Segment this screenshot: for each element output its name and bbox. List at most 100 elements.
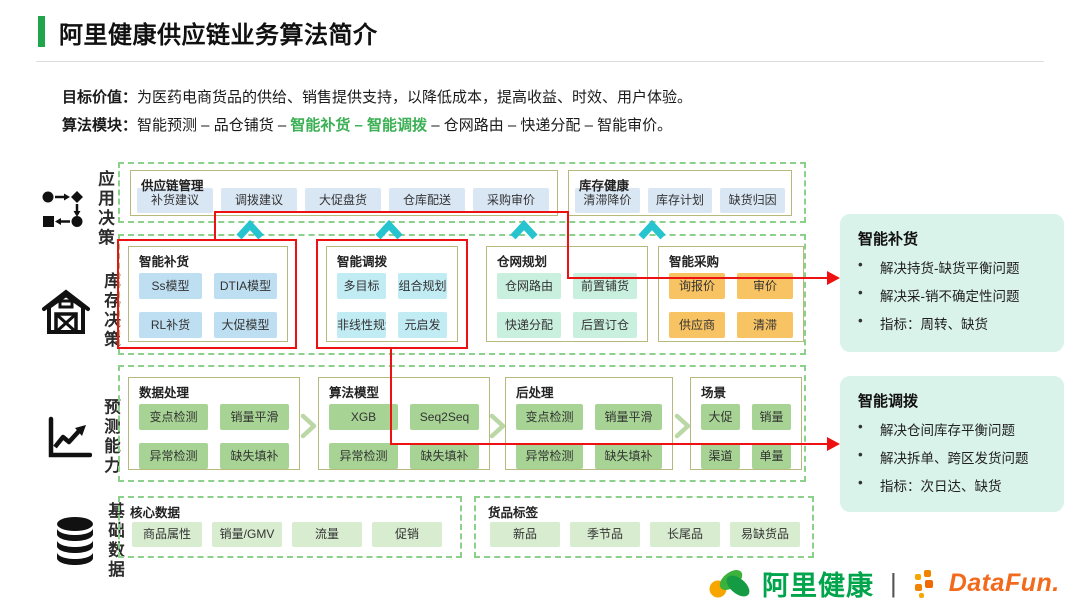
module-list-highlight: 智能补货 – 智能调拨 <box>290 117 428 134</box>
chip: 缺失填补 <box>220 443 289 469</box>
callout-smart-replenishment: 智能补货 •解决持货-缺货平衡问题•解决采-销不确定性问题•指标：周转、缺货 <box>840 214 1064 352</box>
callout-bullet-list: •解决持货-缺货平衡问题•解决采-销不确定性问题•指标：周转、缺货 <box>858 257 1050 333</box>
chip-list: 大促销量渠道单量 <box>691 404 801 469</box>
group-scenarios: 场景大促销量渠道单量 <box>690 377 802 470</box>
trend-chart-icon <box>48 416 92 458</box>
chip: XGB <box>329 404 398 430</box>
workflow-icon <box>42 191 83 227</box>
row-frame-item-tags <box>474 496 814 558</box>
chip-list: 询报价审价供应商清滞 <box>659 273 803 338</box>
callout-bullet: •指标：次日达、缺货 <box>858 475 1002 494</box>
header-divider <box>36 61 1044 62</box>
group-smart-transfer: 智能调拨多目标组合规划非线性规划元启发 <box>326 246 458 342</box>
chip: 清滞 <box>737 312 793 338</box>
title-accent-bar <box>38 16 45 47</box>
brand-separator: | <box>890 567 897 598</box>
chip: 询报价 <box>669 273 725 299</box>
chip: 新品 <box>490 522 560 547</box>
chip: 采购审价 <box>473 188 549 213</box>
row-label-application-decision: 应用决策 <box>95 170 114 248</box>
chip: 变点检测 <box>516 404 583 430</box>
chip: 多目标 <box>337 273 386 299</box>
chip: 补货建议 <box>137 188 213 213</box>
chip: 单量 <box>752 443 791 469</box>
group-title: 智能采购 <box>669 255 720 269</box>
chip: DTIA模型 <box>214 273 277 299</box>
chip: 前置铺货 <box>573 273 637 299</box>
chip: 异常检测 <box>139 443 208 469</box>
chip: 元启发 <box>398 312 447 338</box>
group-title: 场景 <box>701 386 727 400</box>
chip: 销量/GMV <box>212 522 282 547</box>
chip: 快递分配 <box>497 312 561 338</box>
chip: RL补货 <box>139 312 202 338</box>
arrowhead-icon <box>827 271 840 285</box>
chip: 销量平滑 <box>220 404 289 430</box>
chip: 库存计划 <box>647 188 713 213</box>
chip-list: 补货建议调拨建议大促盘货仓库配送采购审价 <box>131 188 557 213</box>
group-supply-chain-management: 供应链管理补货建议调拨建议大促盘货仓库配送采购审价 <box>130 170 558 216</box>
chip: 缺失填补 <box>595 443 662 469</box>
row-frame-core-data <box>118 496 462 558</box>
group-title: 算法模型 <box>329 386 380 400</box>
chip: 销量平滑 <box>595 404 662 430</box>
chip: 流量 <box>292 522 362 547</box>
chip: 组合规划 <box>398 273 447 299</box>
chip: Seq2Seq <box>410 404 479 430</box>
goal-value-text: 为医药电商货品的供给、销售提供支持，以降低成本，提高收益、时效、用户体验。 <box>137 89 693 106</box>
chip: 大促 <box>701 404 740 430</box>
module-list-post: – 仓网路由 – 快递分配 – 智能审价。 <box>427 117 673 134</box>
rail-inventory-decision: 库存决策 <box>40 272 120 350</box>
chip: Ss模型 <box>139 273 202 299</box>
chip-list: 多目标组合规划非线性规划元启发 <box>327 273 457 338</box>
row-label-inventory-decision: 库存决策 <box>101 272 120 350</box>
chip: 缺货归因 <box>720 188 786 213</box>
module-list-pre: 智能预测 – 品仓铺货 – <box>137 117 291 134</box>
callout-bullet-list: •解决仓间库存平衡问题•解决拆单、跨区发货问题•指标：次日达、缺货 <box>858 419 1050 495</box>
callout-title: 智能调拨 <box>858 393 919 410</box>
alihealth-brand-text: 阿里健康 <box>762 570 874 601</box>
chip: 非线性规划 <box>337 312 386 338</box>
row-label-forecast-capability: 预测能力 <box>101 398 120 476</box>
algorithm-modules-line: 算法模块：智能预测 – 品仓铺货 – 智能补货 – 智能调拨 – 仓网路由 – … <box>62 114 672 135</box>
chip: 仓库配送 <box>389 188 465 213</box>
group-data-processing: 数据处理变点检测销量平滑异常检测缺失填补 <box>128 377 300 470</box>
goal-value-line: 目标价值：为医药电商货品的供给、销售提供支持，以降低成本，提高收益、时效、用户体… <box>62 86 692 107</box>
algorithm-modules-label: 算法模块： <box>62 117 138 134</box>
group-inventory-health: 库存健康清滞降价库存计划缺货归因 <box>568 170 792 216</box>
chip: 后置订仓 <box>573 312 637 338</box>
chip: 长尾品 <box>650 522 720 547</box>
chip: 易缺货品 <box>730 522 800 547</box>
chip: 商品属性 <box>132 522 202 547</box>
datafun-brand-text: DataFun. <box>948 568 1060 597</box>
group-title: 数据处理 <box>139 386 190 400</box>
chip-list: 变点检测销量平滑异常检测缺失填补 <box>506 404 672 469</box>
chip: 季节品 <box>570 522 640 547</box>
callout-title: 智能补货 <box>858 231 919 248</box>
chip: 调拨建议 <box>221 188 297 213</box>
rail-base-data: 基础数据 <box>54 502 124 580</box>
chip-list: 变点检测销量平滑异常检测缺失填补 <box>129 404 299 469</box>
group-title: 供应链管理 <box>141 179 204 193</box>
datafun-dots-icon <box>914 570 933 598</box>
chip-list: 清滞降价库存计划缺货归因 <box>569 188 791 213</box>
group-title: 后处理 <box>516 386 554 400</box>
chip: 供应商 <box>669 312 725 338</box>
chip: 异常检测 <box>516 443 583 469</box>
page-title: 阿里健康供应链业务算法简介 <box>59 22 378 49</box>
chip: 大促盘货 <box>305 188 381 213</box>
chip: 变点检测 <box>139 404 208 430</box>
footer-brands: 阿里健康 | DataFun. <box>708 562 1060 604</box>
group-smart-procurement: 智能采购询报价审价供应商清滞 <box>658 246 804 342</box>
group-title: 库存健康 <box>579 179 630 193</box>
group-item-tags: 货品标签新品季节品长尾品易缺货品 <box>478 498 812 556</box>
chip: 仓网路由 <box>497 273 561 299</box>
chip: 审价 <box>737 273 793 299</box>
chip: 大促模型 <box>214 312 277 338</box>
callout-bullet: •解决拆单、跨区发货问题 <box>858 447 1029 466</box>
